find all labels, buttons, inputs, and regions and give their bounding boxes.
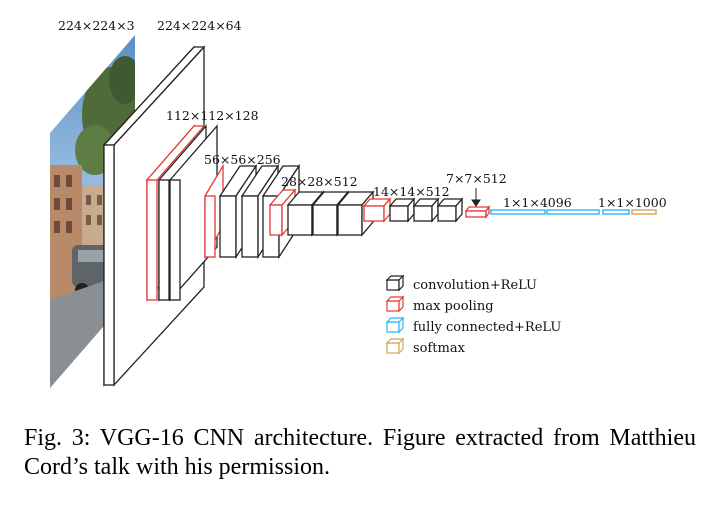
fc-layers [490,209,630,215]
label-conv2: 112×112×128 [166,108,259,123]
pool5-layer [464,205,491,219]
legend-label-pool: max pooling [413,299,494,314]
legend-item-softmax: softmax [385,337,466,356]
label-input: 224×224×3 [58,18,135,33]
figure-caption: Fig. 3: VGG-16 CNN architecture. Figure … [24,425,696,480]
legend-label-conv: convolution+ReLU [413,278,537,293]
legend: convolution+ReLU max pooling fully conne… [385,274,561,356]
label-conv5: 14×14×512 [373,184,450,199]
legend-item-pool: max pooling [385,295,494,314]
label-output: 1×1×1000 [598,195,667,210]
label-conv4: 28×28×512 [281,174,358,189]
pool4-layer [362,197,392,223]
legend-item-conv: convolution+ReLU [385,274,537,293]
label-conv1: 224×224×64 [157,18,242,33]
softmax-layer [631,209,657,215]
label-pool5: 7×7×512 [446,171,507,186]
label-conv3: 56×56×256 [204,152,281,167]
pool5-arrow [471,188,481,207]
legend-item-fc: fully connected+ReLU [385,316,561,335]
conv5-block [362,197,464,223]
conv3-block [204,163,301,260]
label-fc: 1×1×4096 [503,195,572,210]
conv4-block [268,188,375,237]
legend-label-softmax: softmax [413,341,466,356]
legend-label-fc: fully connected+ReLU [413,320,561,335]
